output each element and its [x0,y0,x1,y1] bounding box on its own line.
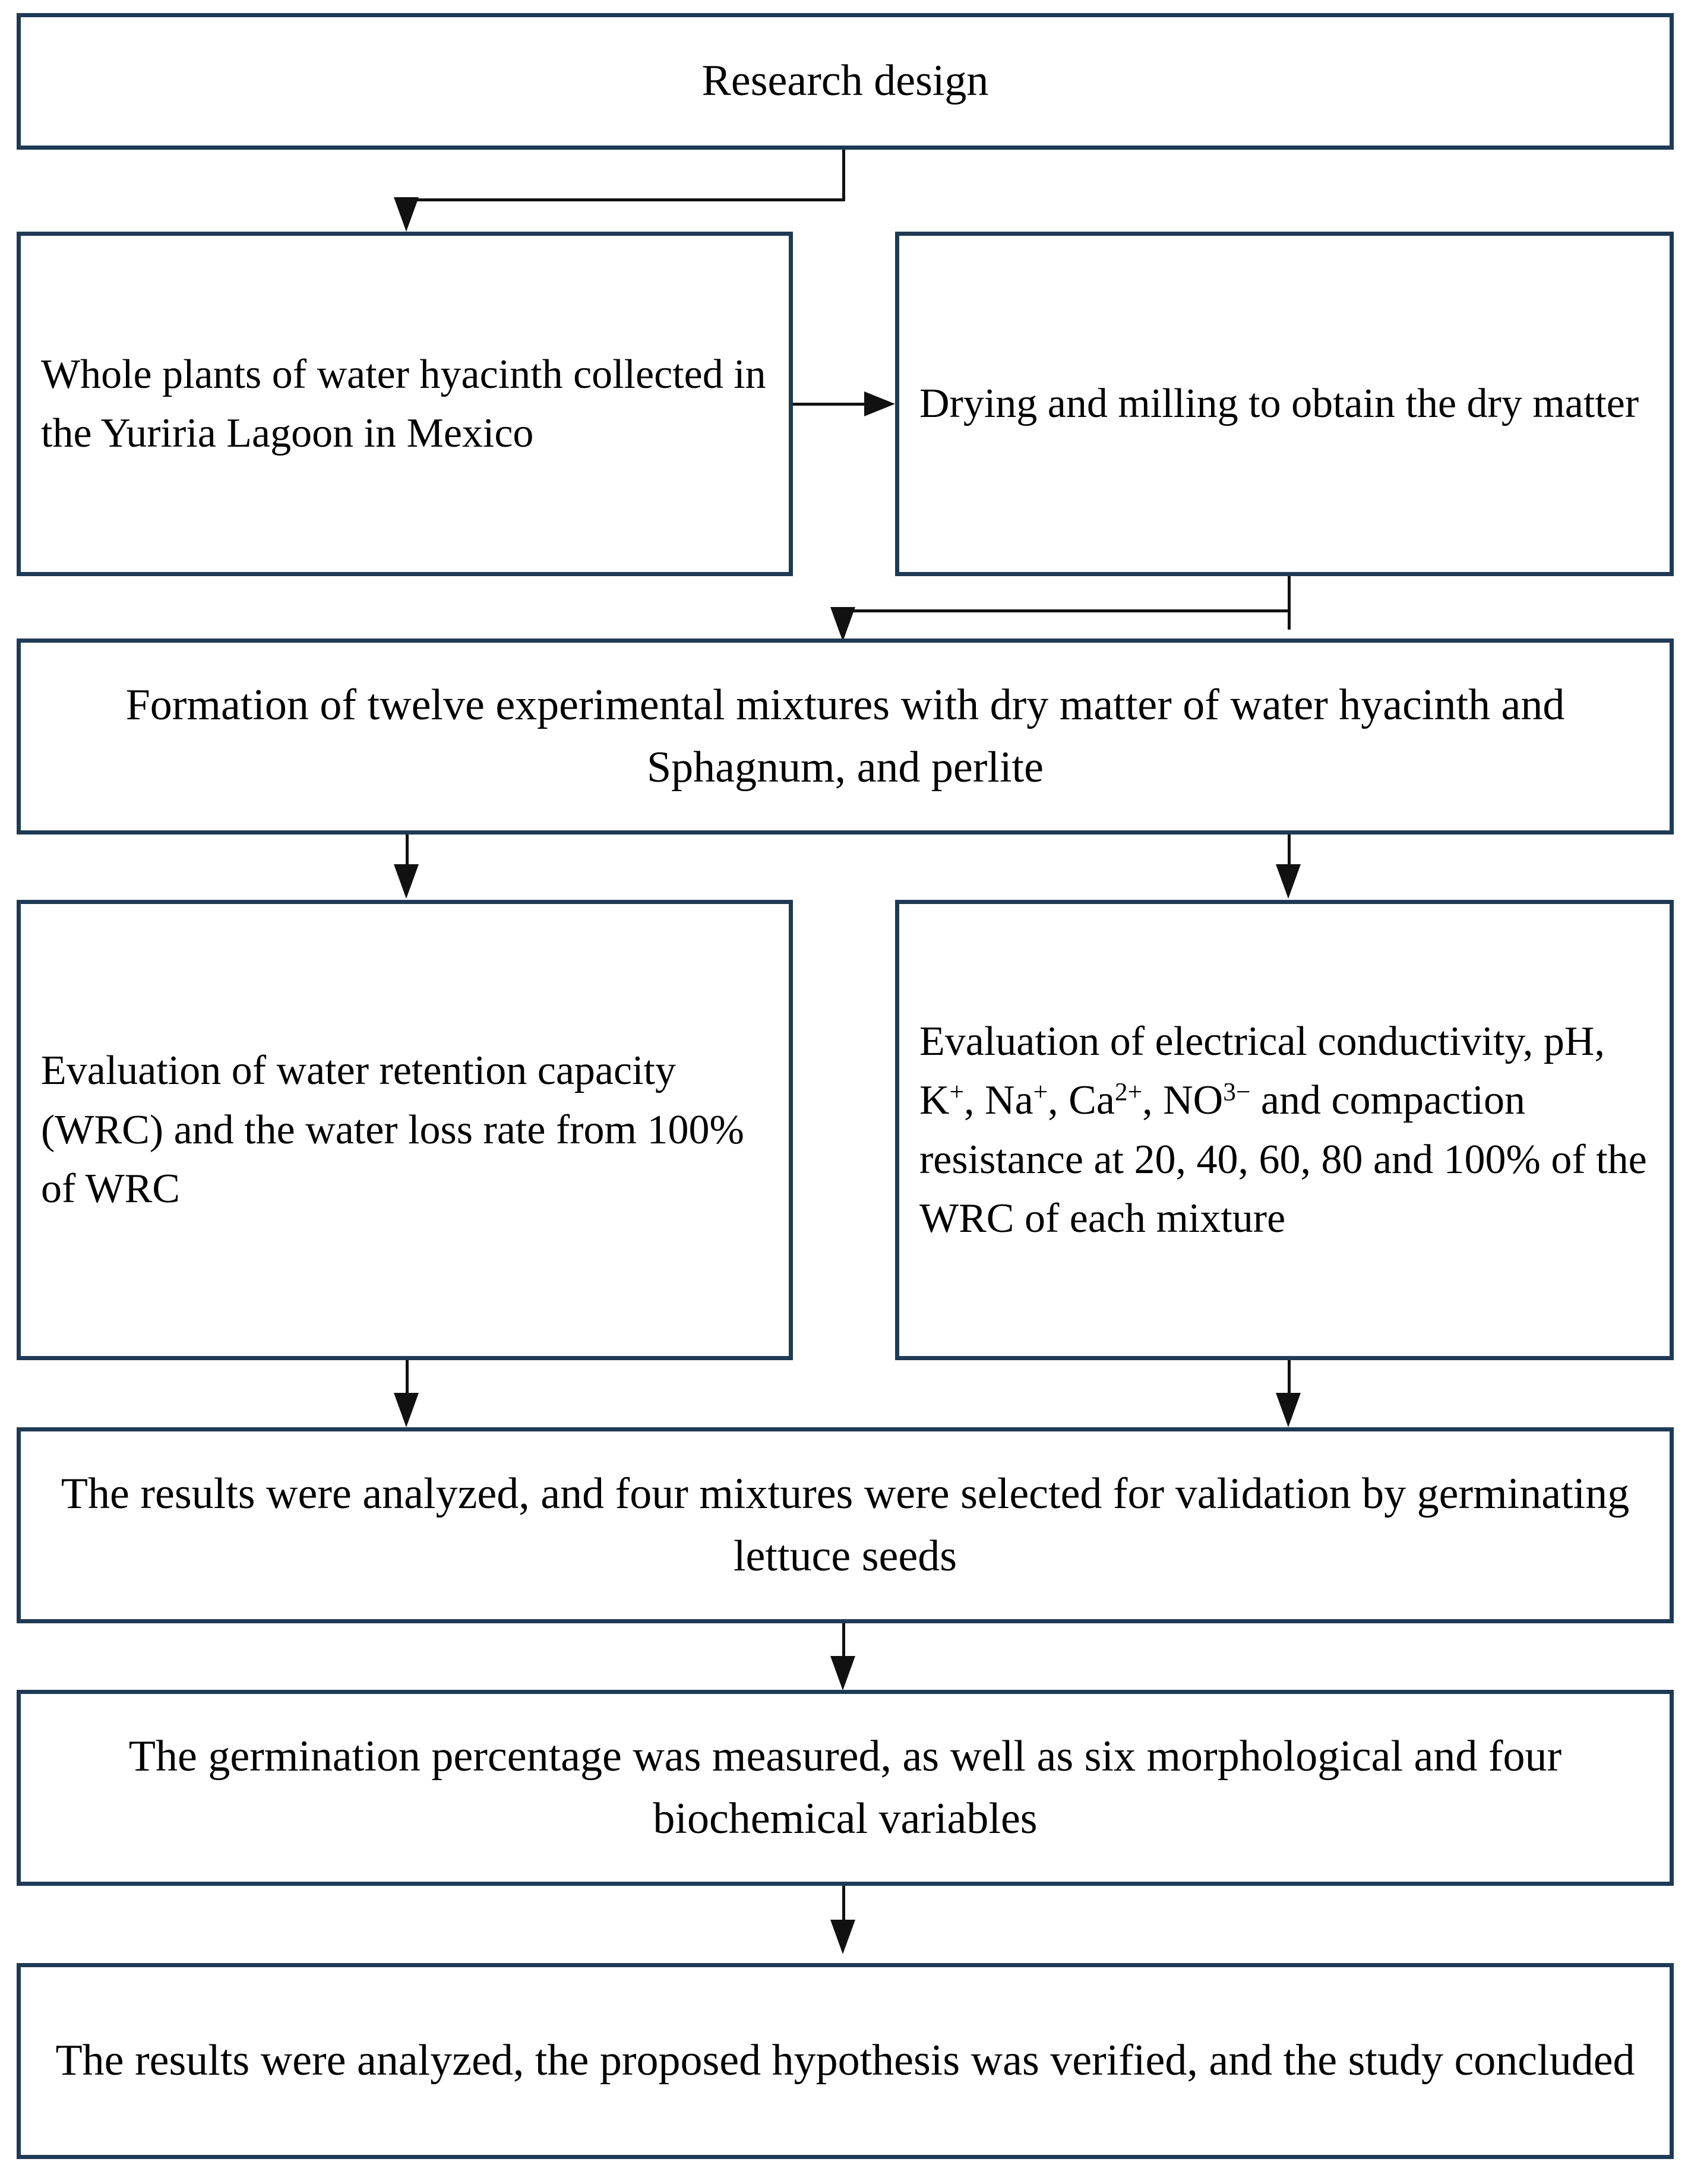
node-results-analyzed[interactable]: The results were analyzed, and four mixt… [17,1427,1674,1623]
arrowhead-down-icon [394,864,419,899]
connector-segment-horizontal [793,403,865,406]
node-germination-measurement-label: The germination percentage was measured,… [128,1731,1562,1843]
connector-segment-vertical [842,150,845,201]
node-drying-milling[interactable]: Drying and milling to obtain the dry mat… [895,232,1674,576]
connector-segment-vertical [842,1623,845,1666]
connector-segment-vertical [406,1360,409,1403]
node-germination-measurement[interactable]: The germination percentage was measured,… [17,1690,1674,1886]
arrowhead-down-icon [1276,1393,1301,1427]
arrowhead-down-icon [830,1656,855,1690]
node-formation-mixtures-label: Formation of twelve experimental mixture… [125,680,1565,792]
arrowhead-down-icon [394,1393,419,1427]
chem-sup-no: 3− [1223,1077,1251,1107]
connector-segment-horizontal [406,198,845,201]
node-collect-plants-label: Whole plants of water hyacinth collected… [41,351,766,456]
arrowhead-down-icon [830,1920,855,1954]
node-chemical-evaluation[interactable]: Evaluation of electrical conductivity, p… [895,900,1674,1360]
chem-sup-ca: 2+ [1114,1077,1143,1107]
chem-text-mid3: , NO [1142,1077,1224,1124]
node-study-concluded-label: The results were analyzed, the proposed … [55,2036,1635,2085]
connector-segment-horizontal [842,609,1291,612]
chem-text-mid2: , Ca [1048,1077,1115,1124]
chem-text-mid1: , Na [964,1077,1033,1124]
arrowhead-down-icon [394,197,419,232]
node-research-design-label: Research design [701,56,989,106]
node-drying-milling-label: Drying and milling to obtain the dry mat… [919,381,1639,427]
arrowhead-down-icon [830,607,855,641]
node-study-concluded[interactable]: The results were analyzed, the proposed … [17,1963,1674,2159]
connector-segment-vertical [842,1886,845,1929]
arrowhead-right-icon [864,391,895,416]
chem-sup-k: + [949,1077,965,1107]
chem-text-tail: and compaction resistance at 20, 40, 60,… [919,1077,1647,1241]
node-formation-mixtures[interactable]: Formation of twelve experimental mixture… [17,639,1674,835]
connector-segment-vertical [1288,835,1291,877]
node-research-design[interactable]: Research design [17,13,1674,150]
node-results-analyzed-label: The results were analyzed, and four mixt… [61,1469,1630,1581]
node-wrc-evaluation[interactable]: Evaluation of water retention capacity (… [17,900,793,1360]
connector-segment-vertical [1288,576,1291,630]
chem-sup-na: + [1033,1077,1048,1107]
chem-text-pre: Evaluation of electrical conductivity, p… [919,1018,1605,1124]
arrowhead-down-icon [1276,864,1301,899]
connector-segment-vertical [406,198,409,219]
connector-segment-vertical [842,609,845,627]
node-wrc-evaluation-label: Evaluation of water retention capacity (… [41,1048,744,1212]
node-collect-plants[interactable]: Whole plants of water hyacinth collected… [17,232,793,576]
connector-segment-vertical [406,835,409,877]
node-chemical-evaluation-label: Evaluation of electrical conductivity, p… [899,1012,1670,1249]
connector-segment-vertical [1288,1360,1291,1403]
